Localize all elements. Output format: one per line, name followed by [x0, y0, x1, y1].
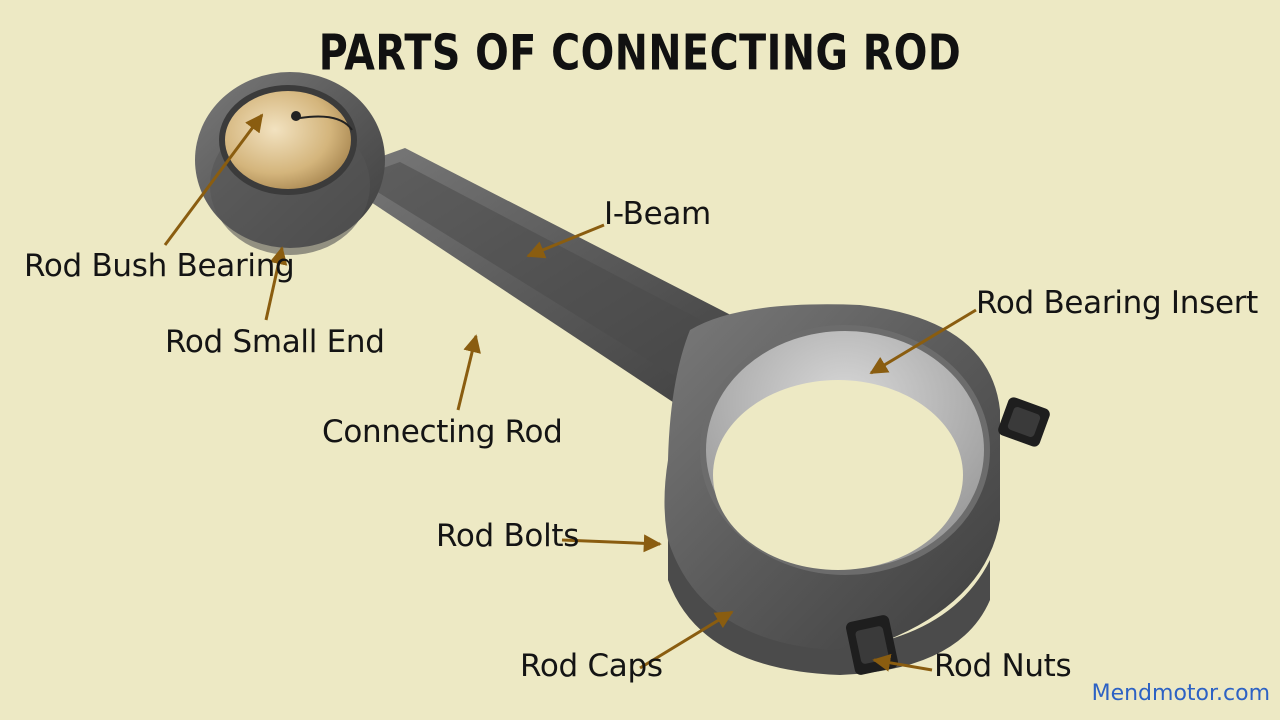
leader-rod-bearing-insert [869, 308, 977, 375]
label-rod-bearing-insert: Rod Bearing Insert [976, 285, 1259, 321]
leader-i-beam [526, 223, 605, 259]
leader-rod-bush-bearing [163, 113, 264, 246]
leader-connecting-rod [456, 334, 481, 411]
label-rod-bolts: Rod Bolts [436, 518, 580, 554]
label-rod-bush-bearing: Rod Bush Bearing [24, 248, 295, 284]
page-title: PARTS OF CONNECTING ROD [318, 24, 962, 83]
leader-rod-caps [639, 610, 734, 670]
label-rod-nuts: Rod Nuts [934, 648, 1072, 684]
label-i-beam: I-Beam [604, 196, 711, 232]
label-connecting-rod: Connecting Rod [322, 414, 563, 450]
leader-rod-nuts [872, 653, 933, 672]
leader-rod-small-end [264, 246, 288, 321]
rod-nut-top [998, 397, 1050, 447]
brand-watermark: Mendmotor.com [1091, 681, 1270, 706]
label-rod-caps: Rod Caps [520, 648, 663, 684]
label-rod-small-end: Rod Small End [165, 324, 385, 360]
leader-rod-bolts [561, 534, 662, 553]
rod-cap [668, 540, 990, 675]
